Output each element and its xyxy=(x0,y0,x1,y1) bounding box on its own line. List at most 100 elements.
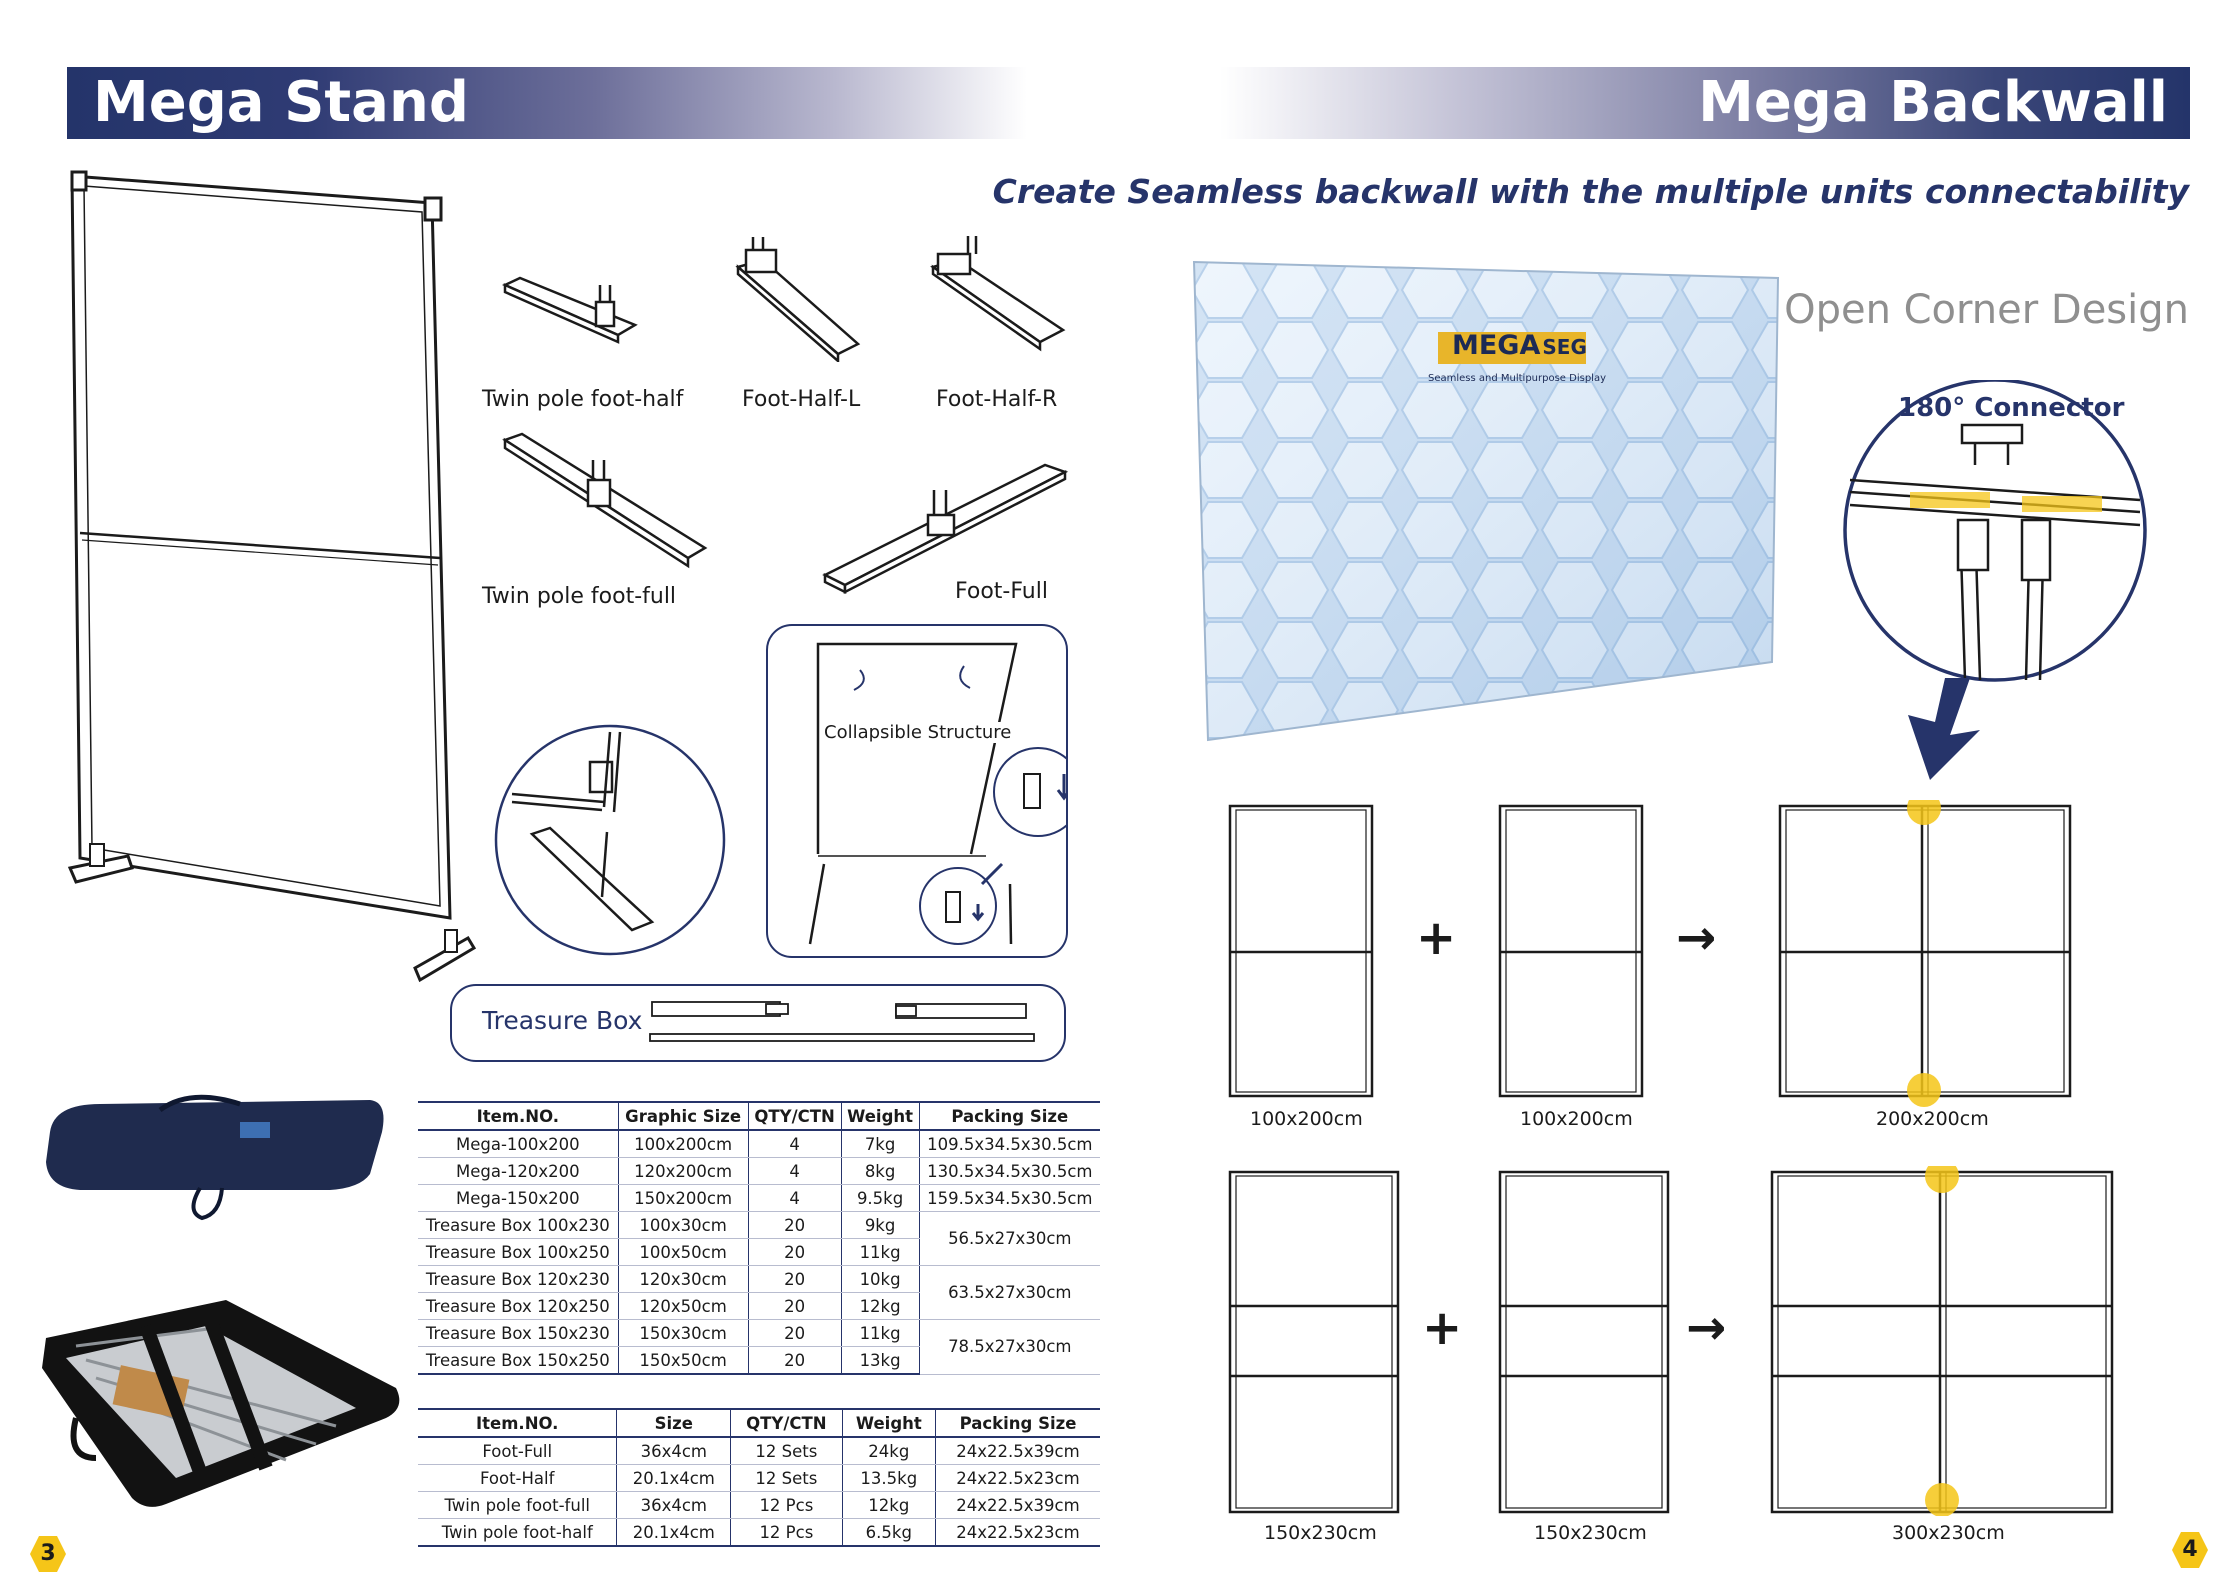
carry-bag-open xyxy=(42,1300,400,1507)
cell: 100x50cm xyxy=(617,1238,749,1266)
label-twin-pole-foot-full: Twin pole foot-full xyxy=(482,584,677,609)
cell: 36x4cm xyxy=(616,1491,731,1519)
cell: 100x200cm xyxy=(617,1130,749,1158)
cell: Mega-150x200 xyxy=(418,1184,619,1212)
cell: 100x30cm xyxy=(617,1211,749,1239)
t2-header: Packing Size xyxy=(935,1408,1100,1438)
t1-header: Packing Size xyxy=(918,1101,1100,1131)
cell: 24x22.5x39cm xyxy=(935,1437,1100,1465)
cell: Treasure Box 100x250 xyxy=(418,1238,619,1266)
cell: 12 Sets xyxy=(730,1437,843,1465)
treasure-box-label: Treasure Box xyxy=(482,1006,643,1035)
cell: 4 xyxy=(747,1157,842,1185)
table-row: Twin pole foot-half 20.1x4cm 12 Pcs 6.5k… xyxy=(418,1518,1100,1547)
cell: 7kg xyxy=(840,1130,920,1158)
treasure-box-panel xyxy=(450,984,1066,1062)
table-row: Treasure Box 100x230 100x30cm 20 9kg 56.… xyxy=(418,1211,1100,1266)
cell: 13kg xyxy=(840,1346,920,1375)
cell: 13.5kg xyxy=(841,1464,936,1492)
cell: Mega-100x200 xyxy=(418,1130,619,1158)
cell: Foot-Half xyxy=(418,1464,617,1492)
mega-stand-frame-drawing xyxy=(67,170,477,983)
cell: 6.5kg xyxy=(841,1518,936,1547)
cell: Treasure Box 150x230 xyxy=(418,1319,619,1347)
table-row: Foot-Full 36x4cm 12 Sets 24kg 24x22.5x39… xyxy=(418,1437,1100,1465)
collapsible-structure-label: Collapsible Structure xyxy=(822,722,1014,743)
tagline: Create Seamless backwall with the multip… xyxy=(992,172,2189,211)
table-row: Foot-Half 20.1x4cm 12 Sets 13.5kg 24x22.… xyxy=(418,1464,1100,1492)
cell: 36x4cm xyxy=(616,1437,731,1465)
label-twin-pole-foot-half: Twin pole foot-half xyxy=(482,387,684,412)
table-row: Mega-120x200 120x200cm 4 8kg 130.5x34.5x… xyxy=(418,1157,1100,1185)
cell: 12 Pcs xyxy=(730,1491,843,1519)
cell: 20 xyxy=(747,1238,842,1266)
cell: 12 Pcs xyxy=(730,1518,843,1547)
label-foot-half-r: Foot-Half-R xyxy=(936,387,1058,412)
plus-sign-row1: + xyxy=(1416,910,1457,966)
cell: Twin pole foot-full xyxy=(418,1491,617,1519)
table-row: Treasure Box 100x250 100x50cm 20 11kg xyxy=(418,1238,1100,1266)
treasure-box-poles-drawing xyxy=(649,1001,1035,1042)
cell: 20 xyxy=(747,1319,842,1347)
table-row: Treasure Box 150x230 150x30cm 20 11kg 78… xyxy=(418,1319,1100,1375)
size-label-100x200-a: 100x200cm xyxy=(1250,1108,1363,1130)
cell: Foot-Full xyxy=(418,1437,617,1465)
left-page-title: Mega Stand xyxy=(93,70,469,135)
foot-full-drawing xyxy=(822,463,1069,595)
right-page-title: Mega Backwall xyxy=(1698,70,2168,135)
t2-header: Item.NO. xyxy=(418,1408,617,1438)
t1-header: Item.NO. xyxy=(418,1101,619,1131)
cell: 9kg xyxy=(840,1211,920,1239)
t1-header: QTY/CTN xyxy=(747,1101,842,1131)
table-row: Treasure Box 150x250 150x50cm 20 13kg xyxy=(418,1346,1100,1375)
cell: 24x22.5x39cm xyxy=(935,1491,1100,1519)
cell: 120x200cm xyxy=(617,1157,749,1185)
cell: 78.5x27x30cm xyxy=(918,1319,1100,1375)
size-label-300x230: 300x230cm xyxy=(1892,1522,2005,1544)
cell: 120x30cm xyxy=(617,1265,749,1293)
size-label-150x230-a: 150x230cm xyxy=(1264,1522,1377,1544)
page-number-right: 4 xyxy=(2172,1532,2208,1568)
table-row: Treasure Box 120x250 120x50cm 20 12kg xyxy=(418,1292,1100,1320)
foot-half-l-drawing xyxy=(735,237,861,362)
t2-header: Size xyxy=(616,1408,731,1438)
cell: 109.5x34.5x30.5cm xyxy=(918,1130,1100,1158)
cell: 12kg xyxy=(840,1292,920,1320)
connector-label: 180° Connector xyxy=(1898,393,2125,423)
connector-detail xyxy=(1843,380,2147,780)
cell: 150x30cm xyxy=(617,1319,749,1347)
logo-mega: MEGA xyxy=(1452,330,1541,361)
cell: 159.5x34.5x30.5cm xyxy=(918,1184,1100,1212)
specs-table-stands: Item.NO. Graphic Size QTY/CTN Weight Pac… xyxy=(418,1101,1100,1375)
cell: Treasure Box 100x230 xyxy=(418,1211,619,1239)
cell: 150x200cm xyxy=(617,1184,749,1212)
page-number-left: 3 xyxy=(30,1536,66,1572)
cell: 24x22.5x23cm xyxy=(935,1464,1100,1492)
plus-sign-row2: + xyxy=(1422,1300,1463,1356)
table-row: Twin pole foot-full 36x4cm 12 Pcs 12kg 2… xyxy=(418,1491,1100,1519)
cell: 10kg xyxy=(840,1265,920,1293)
arrow-row1: → xyxy=(1676,910,1717,966)
twin-pole-foot-full-drawing xyxy=(502,432,708,569)
t1-header: Weight xyxy=(840,1101,920,1131)
cell: 9.5kg xyxy=(840,1184,920,1212)
t2-header: Weight xyxy=(841,1408,936,1438)
t1-header: Graphic Size xyxy=(617,1101,749,1131)
cell: 24kg xyxy=(841,1437,936,1465)
arrow-row2: → xyxy=(1686,1300,1727,1356)
label-foot-half-l: Foot-Half-L xyxy=(742,387,861,412)
cell: 20.1x4cm xyxy=(616,1464,731,1492)
cell: 130.5x34.5x30.5cm xyxy=(918,1157,1100,1185)
twin-pole-foot-half-drawing xyxy=(501,276,638,344)
left-title-bar: Mega Stand xyxy=(67,67,1027,139)
logo-seg: SEG xyxy=(1542,335,1587,359)
cell: 20.1x4cm xyxy=(616,1518,731,1547)
frame-detail-circle xyxy=(494,724,726,956)
cell: 120x50cm xyxy=(617,1292,749,1320)
logo-subtitle: Seamless and Multipurpose Display xyxy=(1428,373,1606,384)
cell: Treasure Box 120x230 xyxy=(418,1265,619,1293)
cell: Twin pole foot-half xyxy=(418,1518,617,1547)
carry-bag-closed xyxy=(46,1094,384,1221)
cell: 8kg xyxy=(840,1157,920,1185)
